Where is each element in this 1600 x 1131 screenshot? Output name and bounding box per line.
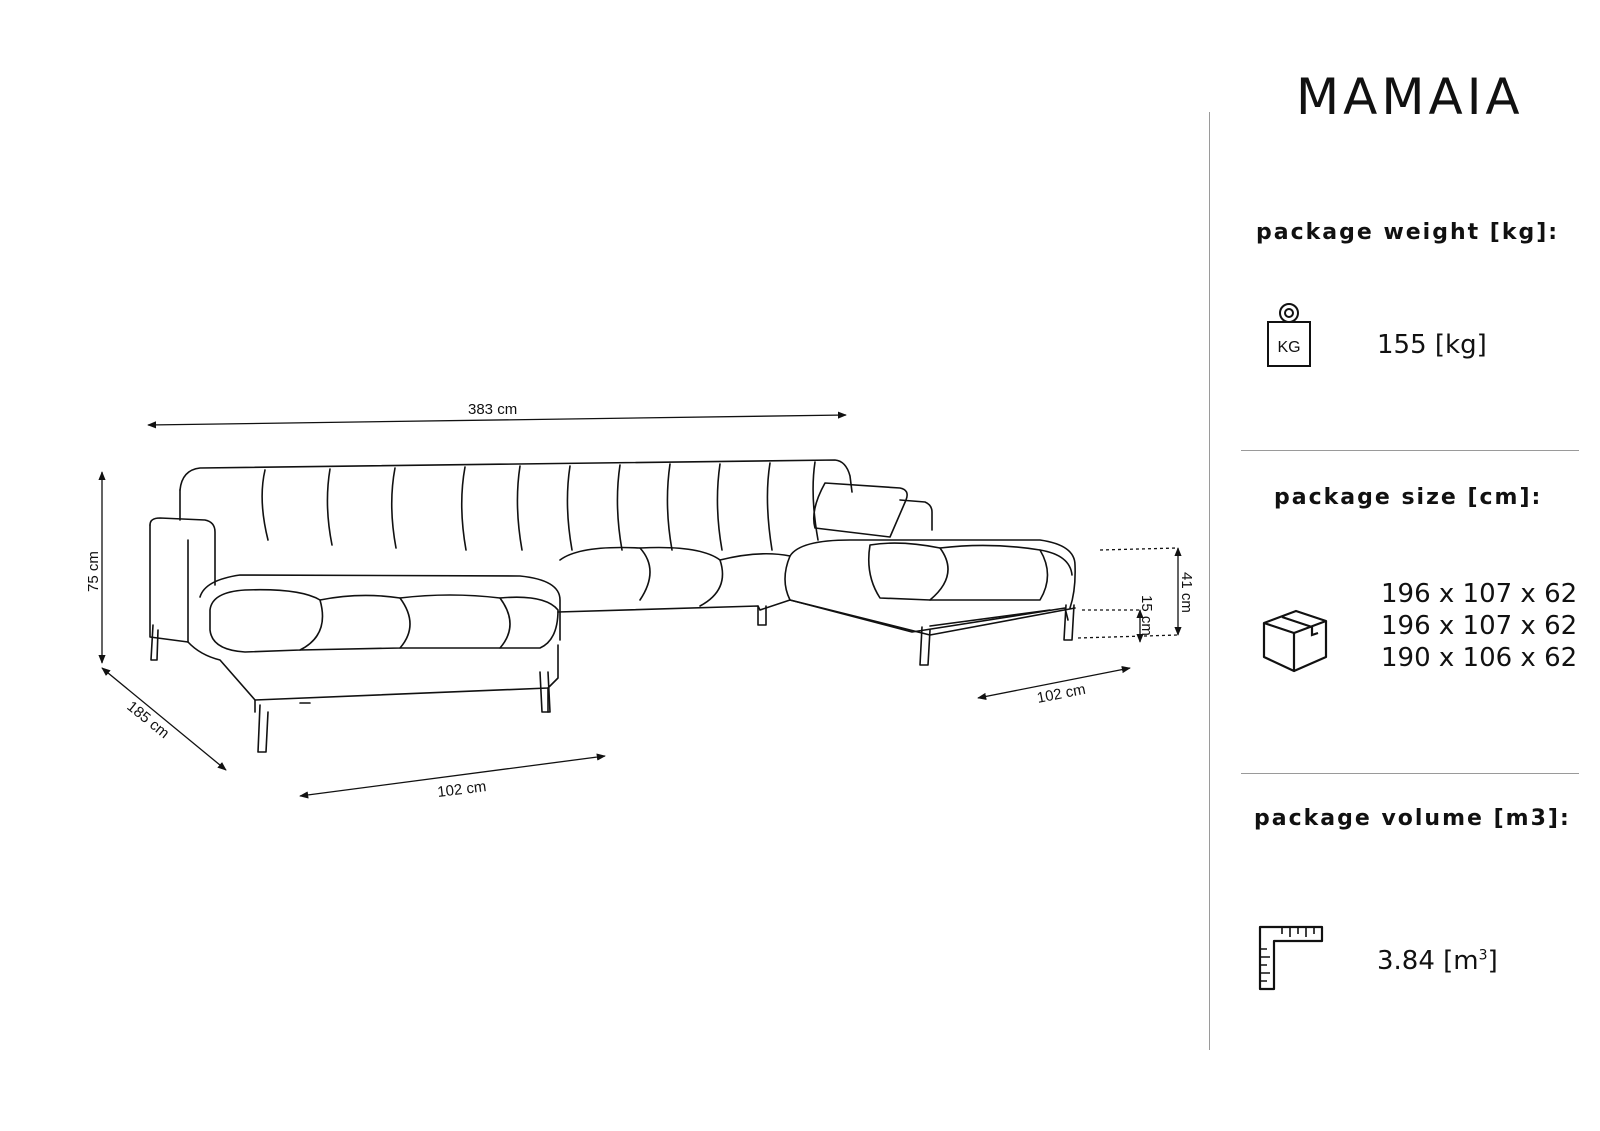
package-weight-title: package weight [kg]: xyxy=(1256,220,1560,245)
package-volume-superscript: 3 xyxy=(1478,947,1488,964)
package-volume-number: 3.84 [m xyxy=(1377,946,1479,976)
package-volume-value: 3.84 [m3] xyxy=(1377,946,1498,976)
weight-icon-label: KG xyxy=(1277,339,1300,356)
package-volume-suffix: ] xyxy=(1487,946,1498,976)
dim-height-label: 75 cm xyxy=(85,551,102,592)
package-size-line-2: 196 x 107 x 62 xyxy=(1381,611,1578,641)
vertical-divider xyxy=(1209,112,1210,1050)
divider-1 xyxy=(1241,450,1579,451)
package-size-title: package size [cm]: xyxy=(1274,485,1543,510)
dim-leg-height-label: 15 cm xyxy=(1138,595,1155,636)
package-size-line-1: 196 x 107 x 62 xyxy=(1381,579,1578,609)
sofa-outline xyxy=(149,459,1076,753)
divider-2 xyxy=(1241,773,1579,774)
dimension-arrows xyxy=(98,411,1182,799)
package-volume-title: package volume [m3]: xyxy=(1254,806,1571,831)
dim-total-width-label: 383 cm xyxy=(468,401,517,418)
sofa-technical-drawing: 383 cm 75 cm 185 cm 102 cm 102 cm 41 cm … xyxy=(85,401,1195,801)
package-size-line-3: 190 x 106 x 62 xyxy=(1381,643,1578,673)
package-weight-value: 155 [kg] xyxy=(1377,330,1487,360)
dim-left-chaise-label: 102 cm xyxy=(436,778,487,801)
weight-icon: KG xyxy=(1267,303,1311,367)
dim-seat-height-label: 41 cm xyxy=(1178,572,1195,613)
package-size-values: 196 x 107 x 62 196 x 107 x 62 190 x 106 … xyxy=(1381,578,1577,674)
box-icon xyxy=(1262,609,1328,673)
ruler-corner-icon xyxy=(1258,925,1324,991)
product-title: MAMAIA xyxy=(1296,68,1524,126)
